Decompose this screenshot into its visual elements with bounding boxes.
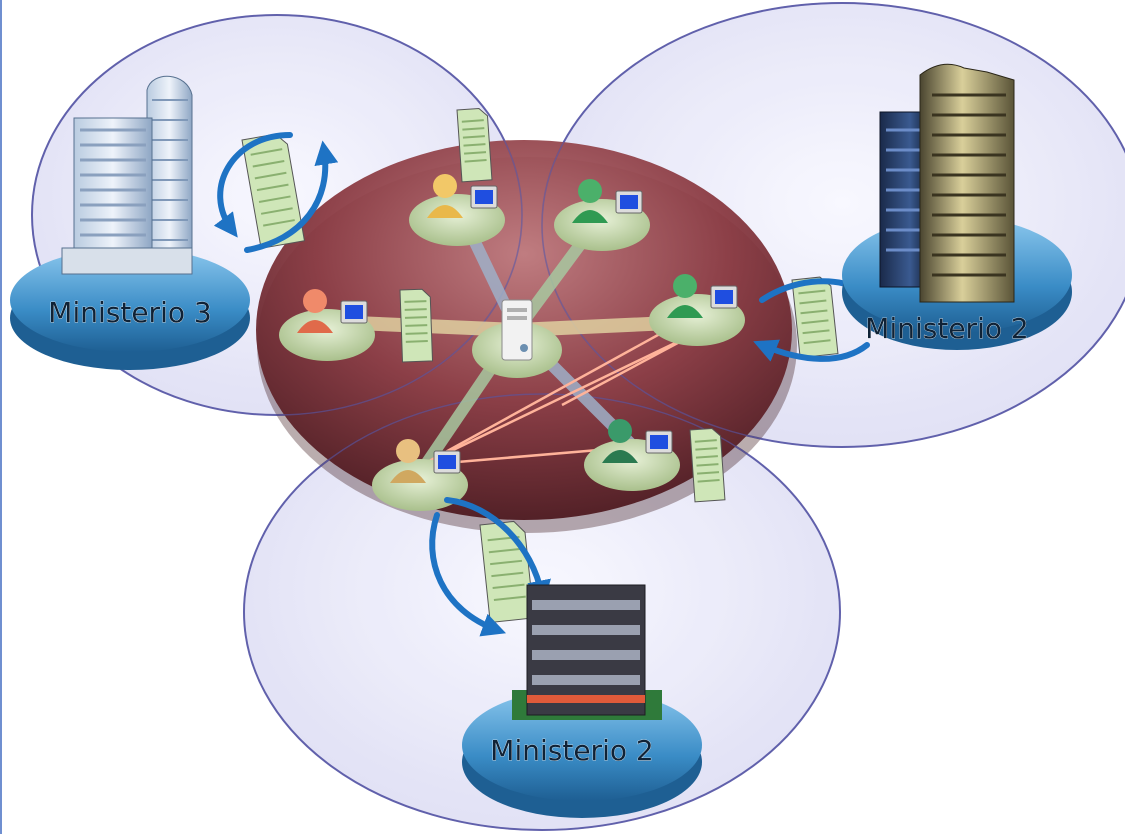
document-icon bbox=[456, 107, 493, 183]
user-workstation-icon bbox=[409, 174, 505, 246]
document-icon bbox=[791, 276, 839, 359]
ministry-bottom: Ministerio 2 bbox=[462, 584, 702, 818]
zone-right-outline bbox=[541, 2, 1125, 448]
ministry-label-right: Ministerio 2 bbox=[865, 312, 1028, 345]
server-icon bbox=[472, 299, 562, 378]
peer-link-1 bbox=[421, 328, 703, 467]
tower-building-icon bbox=[61, 75, 193, 275]
user-workstation-icon bbox=[279, 289, 375, 361]
office-building-icon bbox=[879, 63, 1015, 303]
ministry-label-left: Ministerio 3 bbox=[48, 296, 211, 329]
ministry-label-bottom: Ministerio 2 bbox=[490, 734, 653, 767]
document-icon bbox=[399, 288, 434, 363]
document-icon bbox=[241, 133, 306, 249]
ministry-right: Ministerio 2 bbox=[842, 63, 1072, 350]
zone-bottom-outline bbox=[243, 393, 841, 831]
ministry-left: Ministerio 3 bbox=[10, 75, 250, 370]
user-workstation-icon bbox=[584, 419, 680, 491]
zone-left-outline bbox=[31, 14, 523, 416]
office-building-icon bbox=[512, 584, 662, 720]
user-workstation-icon bbox=[649, 274, 745, 346]
peer-link-2 bbox=[421, 328, 668, 467]
user-workstation-icon bbox=[554, 179, 650, 251]
document-icon bbox=[689, 427, 726, 503]
user-workstation-icon bbox=[372, 439, 468, 511]
